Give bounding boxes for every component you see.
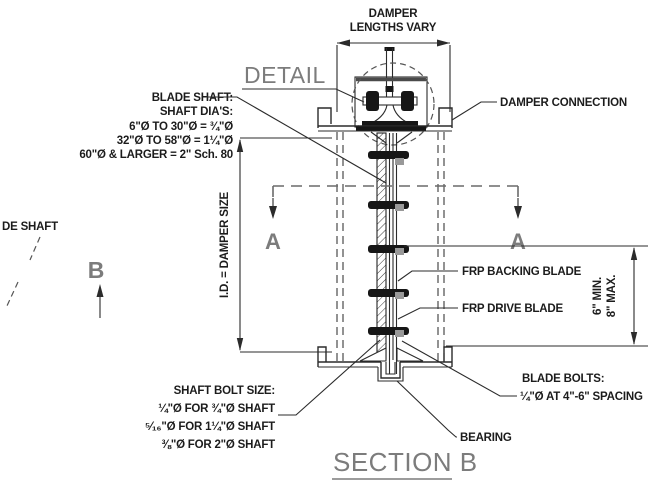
shaft-bolt-leader — [278, 339, 381, 416]
blade-bolt — [368, 151, 409, 159]
shaft-bolt-note-2: ¼"Ø FOR ¾"Ø SHAFT — [158, 403, 275, 415]
section-cut-a: A A — [265, 185, 526, 254]
shaft-bolt-note-1: SHAFT BOLT SIZE: — [174, 385, 275, 397]
cut-arrow-right — [514, 206, 522, 219]
cone-base-plate — [362, 121, 418, 126]
cut-arrow-left — [269, 206, 277, 219]
blade-shaft-note-4: 32"Ø TO 58"Ø = 1¼"Ø — [117, 135, 233, 147]
shaft-top-cap — [384, 47, 395, 51]
frp-drive-label: FRP DRIVE BLADE — [462, 303, 563, 315]
damper-connection-callout: DAMPER CONNECTION — [451, 97, 627, 121]
section-title-group: SECTION B — [332, 447, 478, 480]
cut-label-a-right: A — [510, 229, 526, 254]
blade-shaft-note-2: SHAFT DIA'S: — [160, 106, 233, 118]
web-dark-segment — [356, 126, 426, 131]
b-cut-dash-1 — [29, 236, 41, 261]
bearing-pocket-outer2 — [377, 367, 404, 382]
bottom-gusset-left — [359, 347, 387, 362]
coupling-bolt-left — [366, 91, 379, 111]
blade-bolts-note-2: ¼"Ø AT 4"-6" SPACING — [520, 391, 643, 403]
b-cut-dash-2 — [5, 281, 19, 309]
coupling-bolt-right — [401, 91, 414, 111]
bearing-cup — [385, 362, 396, 375]
damper-connection-label: DAMPER CONNECTION — [500, 97, 627, 109]
blade-shaft-note: BLADE SHAFT: SHAFT DIA'S: 6"Ø TO 30"Ø = … — [79, 92, 387, 184]
bolt-nut — [395, 292, 404, 299]
bearing-pocket-outer — [380, 362, 401, 379]
blade-bolts-note: BLADE BOLTS: ¼"Ø AT 4"-6" SPACING — [401, 340, 643, 403]
blade-shaft-note-1: BLADE SHAFT: — [152, 92, 233, 104]
shaft-bolt-note: SHAFT BOLT SIZE: ¼"Ø FOR ¾"Ø SHAFT ⁵⁄₁₆"… — [145, 339, 381, 451]
actuator-bracket-box — [354, 76, 428, 128]
blade-overlap-dimension: 6" MIN. 8" MAX. — [404, 245, 648, 347]
frp-drive-callout: FRP DRIVE BLADE — [397, 303, 564, 320]
detail-callout: DETAIL — [242, 62, 365, 103]
blade-bolts-leader — [401, 340, 517, 397]
bottom-channel-right-lip — [443, 346, 453, 367]
top-channel-right-lip — [438, 107, 453, 128]
bearing-leader — [396, 380, 457, 438]
id-arrow-top — [236, 139, 244, 152]
id-dim-label: I.D. = DAMPER SIZE — [219, 191, 231, 298]
top-channel — [317, 107, 453, 132]
section-title: SECTION B — [333, 447, 478, 477]
bearing-callout: BEARING — [396, 380, 512, 444]
dim-arrow-right — [437, 39, 450, 47]
top-dim-label-2: LENGTHS VARY — [350, 22, 437, 34]
bolt-nut — [395, 330, 404, 337]
frp-backing-leader — [397, 270, 458, 282]
blade-shaft-note-5: 60"Ø & LARGER = 2" Sch. 80 — [79, 149, 233, 161]
bottom-channel-left-lip — [317, 346, 327, 367]
cut-label-a-left: A — [265, 229, 281, 254]
blade-bolts-note-1: BLADE BOLTS: — [522, 373, 604, 385]
right-arrow-top — [630, 247, 638, 260]
bolt-nut — [395, 204, 404, 211]
detail-leader — [242, 88, 365, 103]
section-b-letter: B — [88, 257, 105, 283]
blade-bolt-row — [368, 151, 409, 337]
shaft-nub — [385, 86, 394, 92]
right-arrow-bottom — [630, 332, 638, 345]
frp-backing-label: FRP BACKING BLADE — [462, 266, 582, 278]
bottom-channel — [317, 346, 453, 382]
side-label: DE SHAFT — [2, 221, 58, 233]
top-dimension: DAMPER LENGTHS VARY — [336, 8, 451, 112]
bolt-nut — [395, 248, 404, 255]
id-dimension: I.D. = DAMPER SIZE — [219, 137, 332, 353]
blade-shaft-assembly — [359, 131, 424, 374]
shaft-bolt-note-3: ⁵⁄₁₆"Ø FOR 1¼"Ø SHAFT — [145, 421, 275, 433]
id-arrow-bottom — [236, 338, 244, 351]
right-dim-label-2: 8" MAX. — [606, 275, 618, 317]
top-gusset-right — [396, 131, 413, 144]
bearing-label: BEARING — [460, 432, 512, 444]
top-dim-label-1: DAMPER — [369, 8, 419, 20]
b-arrow-head — [96, 284, 104, 297]
top-gusset-left — [370, 131, 387, 144]
frp-backing-callout: FRP BACKING BLADE — [397, 266, 582, 282]
side-section-b-marker: DE SHAFT B — [2, 221, 104, 318]
blade-shaft-leader — [206, 96, 387, 184]
blade-shaft-note-3: 6"Ø TO 30"Ø = ¾"Ø — [129, 121, 233, 133]
frp-drive-leader — [397, 307, 458, 320]
right-dim-label-1: 6" MIN. — [592, 277, 604, 315]
top-channel-left-lip — [317, 107, 332, 128]
bolt-nut — [395, 158, 404, 165]
damper-connection-leader — [451, 101, 497, 121]
detail-label: DETAIL — [244, 62, 326, 88]
bottom-gusset-right — [396, 347, 424, 362]
dim-arrow-left — [337, 39, 350, 47]
shaft-bolt-note-4: ⅜"Ø FOR 2"Ø SHAFT — [161, 439, 275, 451]
